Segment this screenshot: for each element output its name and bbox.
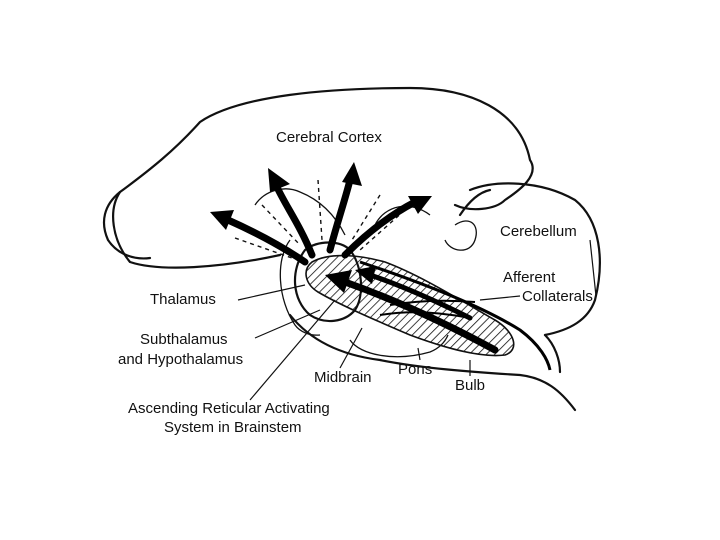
arrowhead-4 bbox=[210, 210, 234, 230]
label-afferent: Afferent bbox=[503, 269, 556, 286]
cerebrum-outline bbox=[112, 86, 534, 269]
label-pons: Pons bbox=[398, 361, 432, 378]
radiation-dash-5 bbox=[359, 209, 406, 251]
label-cerebellum: Cerebellum bbox=[500, 223, 577, 240]
radiation-dash-4 bbox=[351, 194, 381, 241]
leader-afferent bbox=[589, 239, 597, 297]
label-collaterals: Collaterals bbox=[522, 288, 593, 305]
cerebellum-outline bbox=[458, 182, 601, 337]
label-thalamus: Thalamus bbox=[150, 291, 216, 308]
label-cerebral-cortex: Cerebral Cortex bbox=[276, 129, 382, 146]
brainstem-outline bbox=[288, 313, 577, 412]
label-hypothalamus: and Hypothalamus bbox=[118, 351, 243, 368]
leader-pons bbox=[417, 347, 421, 361]
brainstem-arrowhead-main bbox=[325, 270, 352, 293]
leader-subthalamus bbox=[254, 309, 321, 339]
label-midbrain: Midbrain bbox=[314, 369, 372, 386]
ascending-arrow-4 bbox=[224, 216, 309, 266]
ascending-arrow-3 bbox=[341, 198, 419, 259]
olfactory-outline bbox=[102, 190, 152, 260]
arrowhead-3 bbox=[408, 196, 432, 214]
leader-collaterals bbox=[479, 295, 521, 301]
leader-midbrain bbox=[339, 327, 363, 369]
arrowhead-1 bbox=[268, 168, 290, 192]
afferent-line-3 bbox=[379, 311, 471, 319]
afferent-line-2 bbox=[389, 299, 476, 306]
radiation-dash-2 bbox=[261, 204, 301, 246]
inner-curve-2 bbox=[374, 205, 431, 226]
leader-ascending bbox=[249, 299, 336, 401]
label-ascending-line1: Ascending Reticular Activating bbox=[128, 400, 330, 417]
label-ascending-line2: System in Brainstem bbox=[164, 419, 302, 436]
brainstem-arrow-2 bbox=[367, 272, 473, 321]
label-bulb: Bulb bbox=[455, 377, 485, 394]
arrowhead-2 bbox=[342, 162, 362, 186]
cerebellum-inner bbox=[444, 220, 477, 251]
brainstem-arrow-main bbox=[341, 278, 499, 354]
ascending-arrow-1 bbox=[272, 181, 316, 259]
afferent-line-1 bbox=[359, 260, 552, 371]
diencephalon-outline bbox=[279, 239, 321, 336]
ascending-arrow-2 bbox=[326, 176, 354, 254]
radiation-dash-1 bbox=[317, 179, 323, 241]
brainstem-arrowhead-2 bbox=[355, 266, 376, 284]
radiation-dash-3 bbox=[234, 237, 293, 259]
leader-thalamus bbox=[237, 284, 306, 301]
label-subthalamus: Subthalamus bbox=[140, 331, 228, 348]
